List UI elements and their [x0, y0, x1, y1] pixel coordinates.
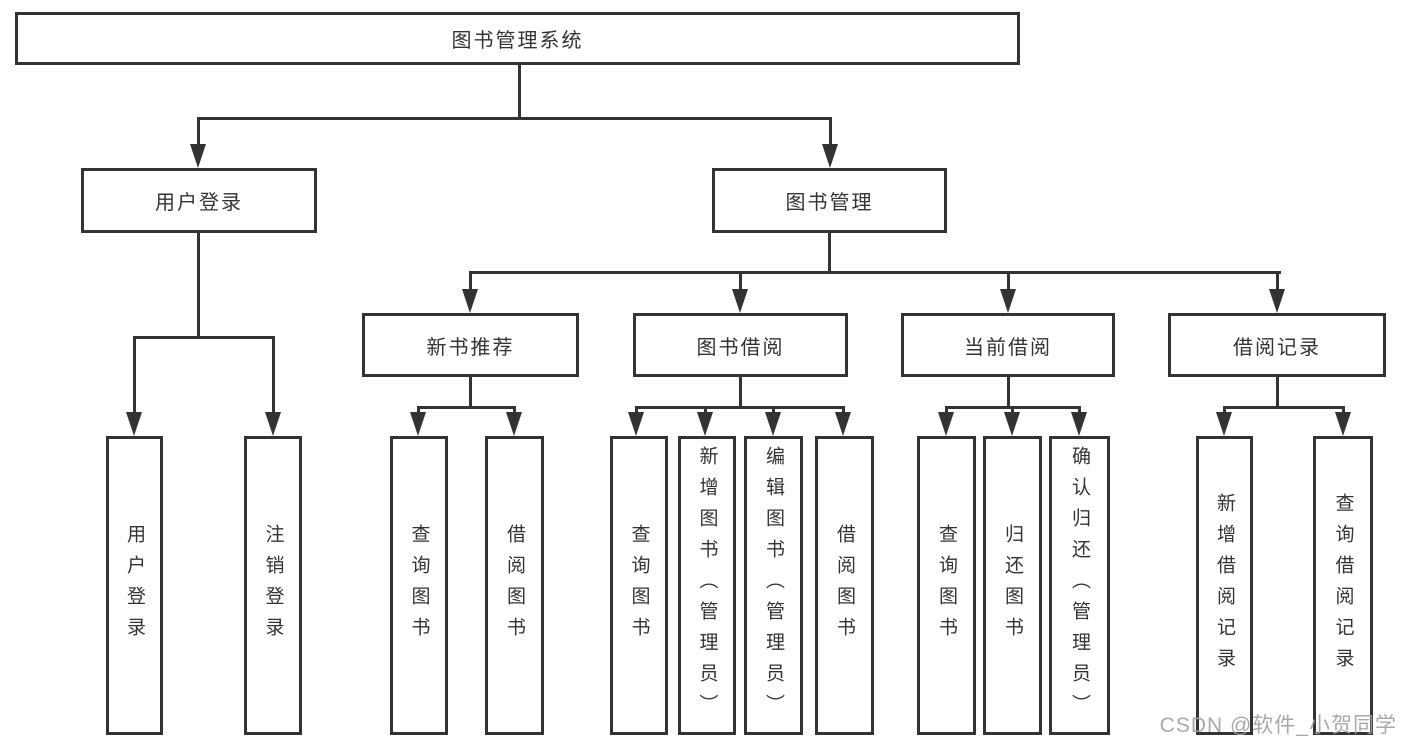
connector-root-stem: [518, 65, 521, 118]
connector-leaf-stem: [635, 406, 638, 416]
arrow-down-icon: [190, 144, 206, 168]
connector-leaf-stem: [513, 406, 516, 416]
connector-leaf-stem: [1223, 406, 1226, 416]
leaf-query-book-3: 查询图书: [917, 436, 976, 735]
leaf-query-book-1: 查询图书: [390, 436, 448, 735]
connector-leaf-stem: [1011, 406, 1014, 416]
arrow-down-icon: [1335, 412, 1351, 436]
arrow-down-icon: [765, 412, 781, 436]
connector-leaf-stem: [842, 406, 845, 416]
connector-nb-down: [469, 377, 472, 408]
node-book-borrow: 图书借阅: [633, 313, 848, 377]
connector-br-down: [1276, 377, 1279, 408]
connector-l3-stem: [739, 271, 742, 293]
arrow-down-icon: [1216, 412, 1232, 436]
arrow-down-icon: [506, 412, 522, 436]
leaf-return-book: 归还图书: [983, 436, 1042, 735]
connector-book-mgmt-stem: [829, 117, 832, 147]
leaf-edit-book-admin: 编辑图书（管理员）: [744, 436, 803, 735]
leaf-logout: 注销登录: [244, 436, 302, 735]
node-new-book-recommend: 新书推荐: [362, 313, 579, 377]
leaf-add-book-admin: 新增图书（管理员）: [678, 436, 736, 735]
node-borrow-record: 借阅记录: [1168, 313, 1386, 377]
arrow-down-icon: [1004, 412, 1020, 436]
arrow-down-icon: [835, 412, 851, 436]
arrow-down-icon: [462, 289, 478, 313]
arrow-down-icon: [732, 289, 748, 313]
arrow-down-icon: [1000, 289, 1016, 313]
connector-leaf-stem: [133, 336, 136, 416]
arrow-down-icon: [628, 412, 644, 436]
connector-br-rail: [1223, 406, 1344, 409]
leaf-user-login: 用户登录: [106, 436, 163, 735]
connector-leaf-stem: [945, 406, 948, 416]
leaf-borrow-book-1: 借阅图书: [485, 436, 544, 735]
connector-book-mgmt-down: [828, 233, 831, 273]
connector-user-login-stem: [197, 117, 200, 147]
leaf-query-book-2: 查询图书: [610, 436, 668, 735]
arrow-down-icon: [697, 412, 713, 436]
connector-bb-down: [739, 377, 742, 408]
arrow-down-icon: [126, 412, 142, 436]
arrow-down-icon: [938, 412, 954, 436]
connector-l3-stem: [1276, 271, 1279, 293]
connector-leaf-stem: [704, 406, 707, 416]
arrow-down-icon: [822, 144, 838, 168]
arrow-down-icon: [1269, 289, 1285, 313]
connector-level3-rail: [469, 271, 1281, 274]
node-book-management: 图书管理: [712, 168, 947, 233]
arrow-down-icon: [1071, 412, 1087, 436]
connector-leaf-stem: [1078, 406, 1081, 416]
connector-cb-down: [1007, 377, 1010, 408]
arrow-down-icon: [410, 412, 426, 436]
connector-leaf-stem: [272, 336, 275, 416]
connector-leaf-stem: [1342, 406, 1345, 416]
watermark: CSDN @软件_小贺同学: [1159, 714, 1397, 737]
leaf-query-borrow-record: 查询借阅记录: [1313, 436, 1373, 735]
leaf-add-borrow-record: 新增借阅记录: [1196, 436, 1253, 735]
connector-user-login-rail: [133, 336, 275, 339]
connector-l3-stem: [1007, 271, 1010, 293]
connector-leaf-stem: [417, 406, 420, 416]
node-library-system: 图书管理系统: [15, 12, 1020, 65]
leaf-borrow-book-2: 借阅图书: [815, 436, 874, 735]
connector-user-login-down: [197, 233, 200, 336]
leaf-confirm-return-admin: 确认归还（管理员）: [1049, 436, 1110, 735]
arrow-down-icon: [265, 412, 281, 436]
node-current-borrow: 当前借阅: [901, 313, 1115, 377]
node-user-login: 用户登录: [81, 168, 317, 233]
connector-level2-rail: [197, 117, 832, 120]
connector-nb-rail: [417, 406, 516, 409]
connector-leaf-stem: [772, 406, 775, 416]
connector-l3-stem: [469, 271, 472, 293]
connector-bb-rail: [635, 406, 844, 409]
